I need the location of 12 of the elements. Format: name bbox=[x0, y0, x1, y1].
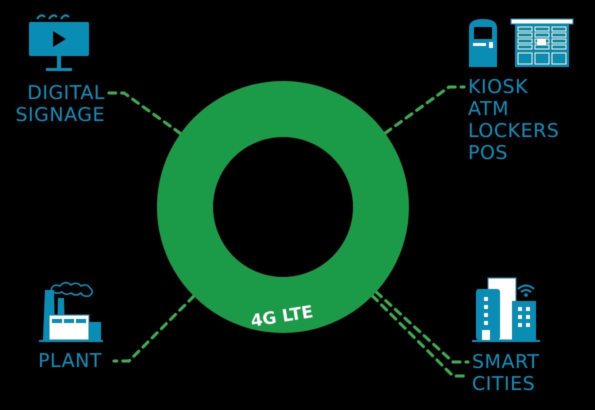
category-label: SMART CITIES bbox=[472, 351, 540, 395]
category-label: ATM bbox=[468, 98, 510, 120]
category-label: LOCKERS bbox=[468, 120, 560, 142]
dashed-connector bbox=[108, 92, 182, 136]
dashed-connector bbox=[374, 290, 470, 364]
dashed-connector bbox=[112, 294, 196, 362]
dashed-connector bbox=[384, 86, 466, 135]
category-label: KIOSK bbox=[468, 76, 530, 98]
category-label: PLANT bbox=[37, 350, 103, 372]
category-label: DIGITAL SIGNAGE bbox=[14, 82, 105, 126]
category-label: POS bbox=[468, 142, 509, 164]
ring-label: 4G LTE bbox=[248, 301, 316, 334]
